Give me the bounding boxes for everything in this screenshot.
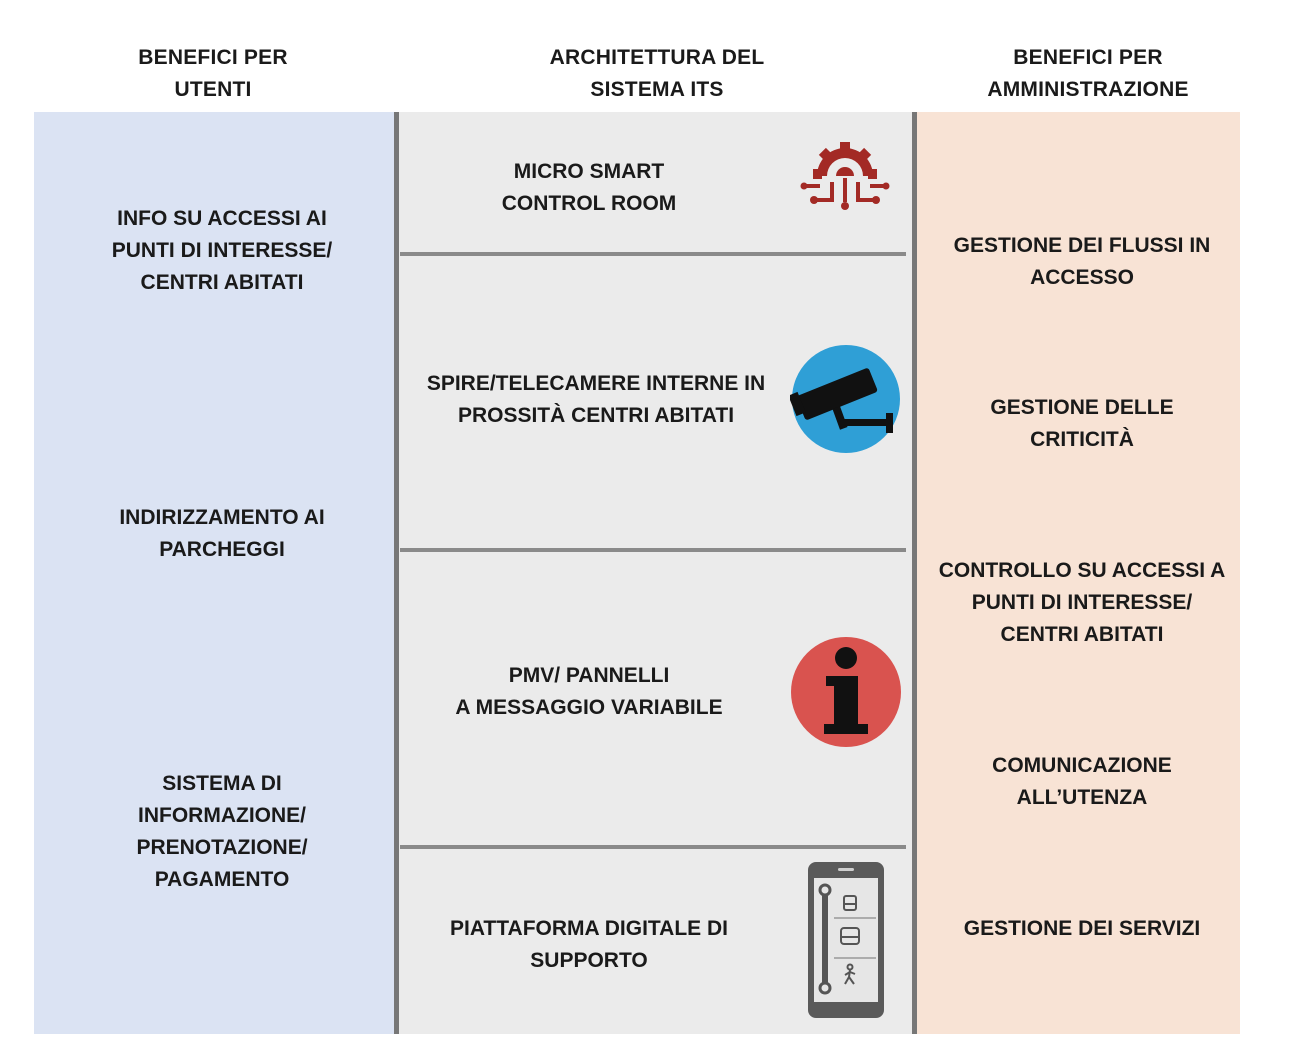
user-benefit-item: INDIRIZZAMENTO AI PARCHEGGI (60, 502, 384, 566)
row-divider (400, 548, 906, 552)
column-divider (394, 112, 399, 1034)
admin-benefit-item: GESTIONE DEI SERVIZI (934, 913, 1230, 945)
architecture-item-digital-platform: PIATTAFORMA DIGITALE DI SUPPORTO (420, 913, 758, 977)
control-room-gear-icon (800, 142, 890, 210)
admin-benefit-item: COMUNICAZIONE ALL’UTENZA (934, 750, 1230, 814)
users-benefits-column (34, 112, 396, 1034)
text-line: GESTIONE DELLE (990, 396, 1174, 419)
text-line: INDIRIZZAMENTO AI (119, 506, 325, 529)
text-line: CENTRI ABITATI (1000, 623, 1164, 646)
text-line: CRITICITÀ (1030, 428, 1134, 451)
architecture-item-cameras: SPIRE/TELECAMERE INTERNE IN PROSSITÀ CEN… (410, 368, 782, 432)
text-line: PMV/ PANNELLI (508, 664, 670, 687)
text-line: SISTEMA DI (162, 772, 282, 795)
text-line: SPIRE/TELECAMERE INTERNE IN (426, 372, 766, 395)
row-divider (400, 252, 906, 256)
admin-benefit-item: CONTROLLO SU ACCESSI A PUNTI DI INTERESS… (934, 555, 1230, 651)
header-line: UTENTI (174, 78, 252, 101)
user-benefit-item: INFO SU ACCESSI AI PUNTI DI INTERESSE/ C… (60, 203, 384, 299)
header-line: SISTEMA ITS (590, 78, 724, 101)
header-line: BENEFICI PER (1013, 46, 1163, 69)
text-line: PRENOTAZIONE/ (136, 836, 308, 859)
text-line: COMUNICAZIONE (992, 754, 1172, 777)
text-line: ACCESSO (1030, 266, 1134, 289)
smartphone-app-icon (808, 862, 884, 1018)
header-line: BENEFICI PER (138, 46, 288, 69)
text-line: PIATTAFORMA DIGITALE DI (449, 917, 729, 940)
text-line: SUPPORTO (530, 949, 648, 972)
text-line: PAGAMENTO (154, 868, 290, 891)
admin-benefits-column (916, 112, 1240, 1034)
info-icon (791, 637, 901, 747)
users-benefits-header: BENEFICI PER UTENTI (60, 42, 366, 106)
text-line: PUNTI DI INTERESSE/ (971, 591, 1193, 614)
header-line: AMMINISTRAZIONE (987, 78, 1189, 101)
text-line: PROSSITÀ CENTRI ABITATI (457, 404, 735, 427)
architecture-item-control-room: MICRO SMART CONTROL ROOM (420, 156, 758, 220)
security-camera-icon (790, 345, 900, 453)
text-line: CENTRI ABITATI (140, 271, 304, 294)
admin-benefits-header: BENEFICI PER AMMINISTRAZIONE (940, 42, 1236, 106)
text-line: CONTROL ROOM (501, 192, 677, 215)
text-line: INFORMAZIONE/ (138, 804, 306, 827)
header-line: ARCHITETTURA DEL (549, 46, 765, 69)
text-line: PARCHEGGI (159, 538, 285, 561)
admin-benefit-item: GESTIONE DEI FLUSSI IN ACCESSO (934, 230, 1230, 294)
text-line: GESTIONE DEI FLUSSI IN (953, 234, 1211, 257)
row-divider (400, 845, 906, 849)
text-line: A MESSAGGIO VARIABILE (455, 696, 723, 719)
text-line: ALL’UTENZA (1016, 786, 1148, 809)
column-divider (912, 112, 917, 1034)
text-line: CONTROLLO SU ACCESSI A (938, 559, 1226, 582)
user-benefit-item: SISTEMA DI INFORMAZIONE/ PRENOTAZIONE/ P… (60, 768, 384, 896)
admin-benefit-item: GESTIONE DELLE CRITICITÀ (934, 392, 1230, 456)
text-line: MICRO SMART (513, 160, 665, 183)
text-line: GESTIONE DEI SERVIZI (963, 917, 1201, 940)
architecture-item-panels: PMV/ PANNELLI A MESSAGGIO VARIABILE (420, 660, 758, 724)
architecture-header: ARCHITETTURA DEL SISTEMA ITS (460, 42, 854, 106)
text-line: INFO SU ACCESSI AI (117, 207, 327, 230)
text-line: PUNTI DI INTERESSE/ (111, 239, 333, 262)
